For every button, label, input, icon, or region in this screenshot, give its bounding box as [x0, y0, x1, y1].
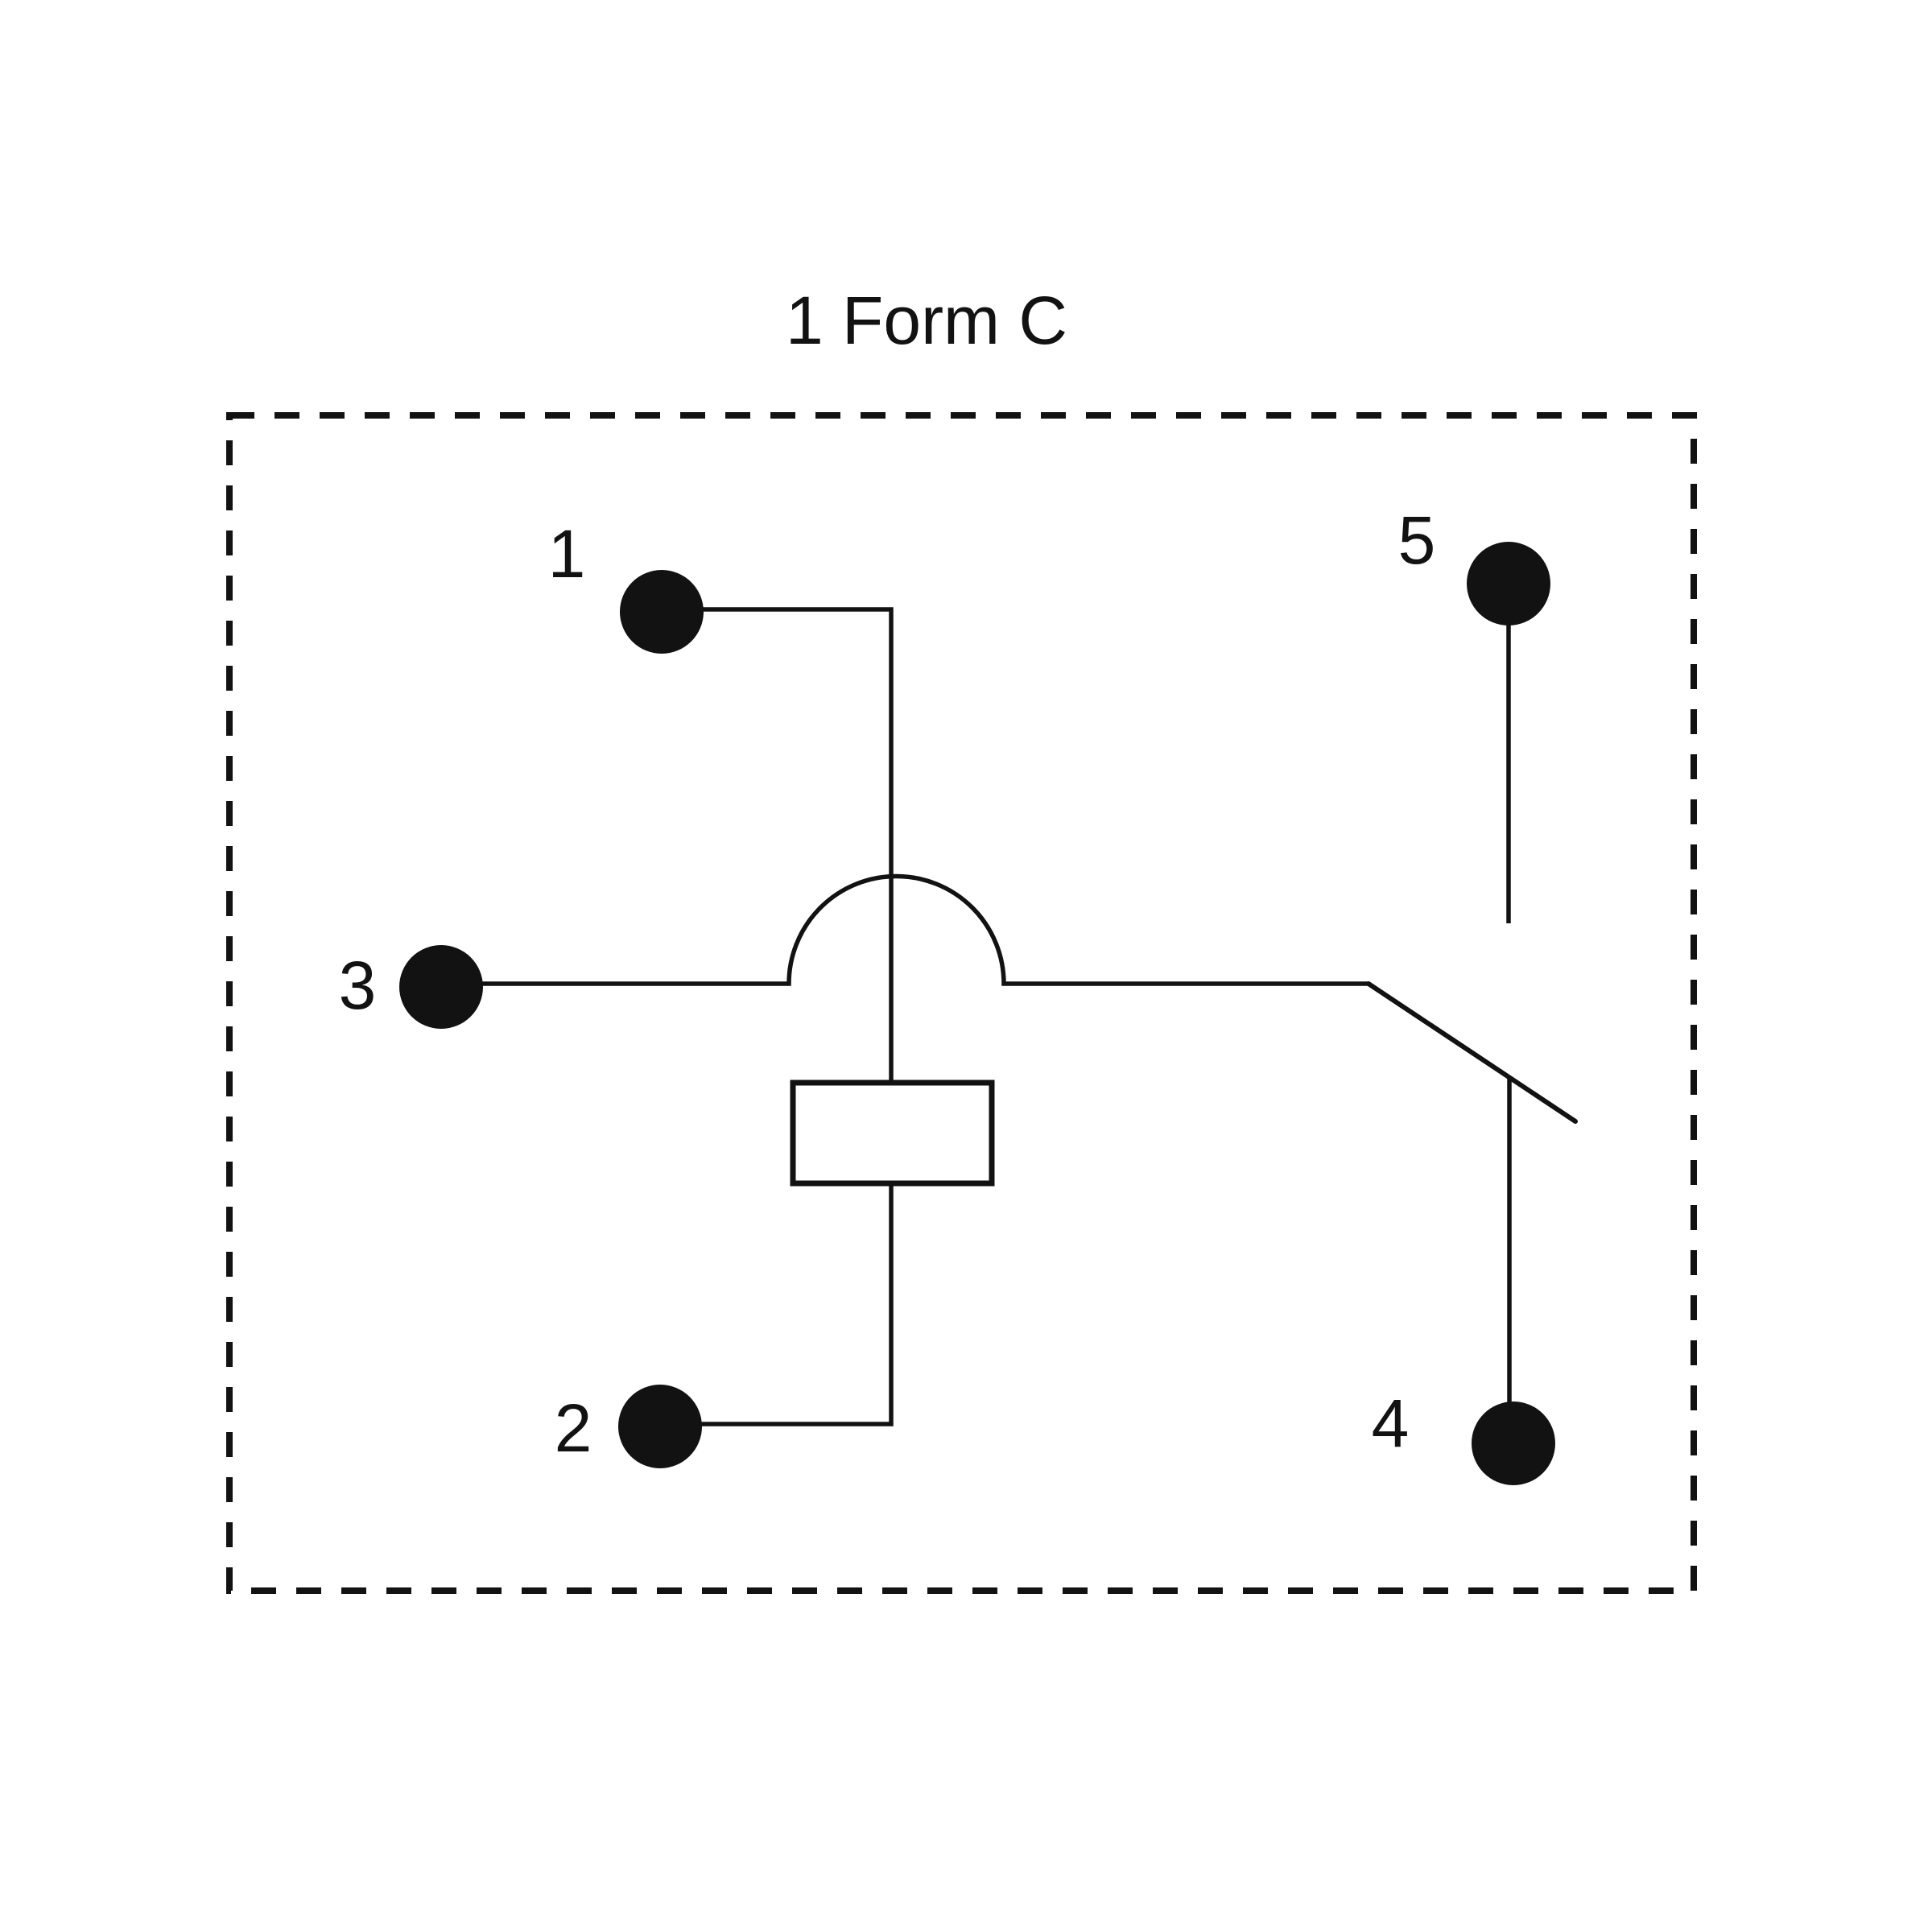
coil-wire-terminal-1: [662, 607, 894, 1083]
terminal-5-label: 5: [1398, 502, 1436, 578]
terminal-5-dot: [1467, 542, 1550, 625]
terminal-4-label: 4: [1372, 1385, 1410, 1461]
terminal-2-label: 2: [555, 1390, 592, 1466]
terminal-3-label: 3: [339, 947, 377, 1023]
terminal-1-label: 1: [548, 516, 586, 592]
coil-symbol: [790, 1080, 995, 1187]
relay-boundary-box: [226, 412, 1697, 1594]
terminal-2-dot: [618, 1385, 702, 1468]
coil-wire-terminal-2: [660, 1183, 894, 1426]
terminal-4-dot: [1472, 1402, 1555, 1485]
diagram-title: 1 Form C: [786, 283, 1067, 358]
switch-blade: [1366, 981, 1578, 1124]
common-wire-with-crossover-arc: [441, 873, 1368, 986]
terminal-3-dot: [399, 945, 483, 1029]
terminal-1-dot: [620, 570, 704, 654]
